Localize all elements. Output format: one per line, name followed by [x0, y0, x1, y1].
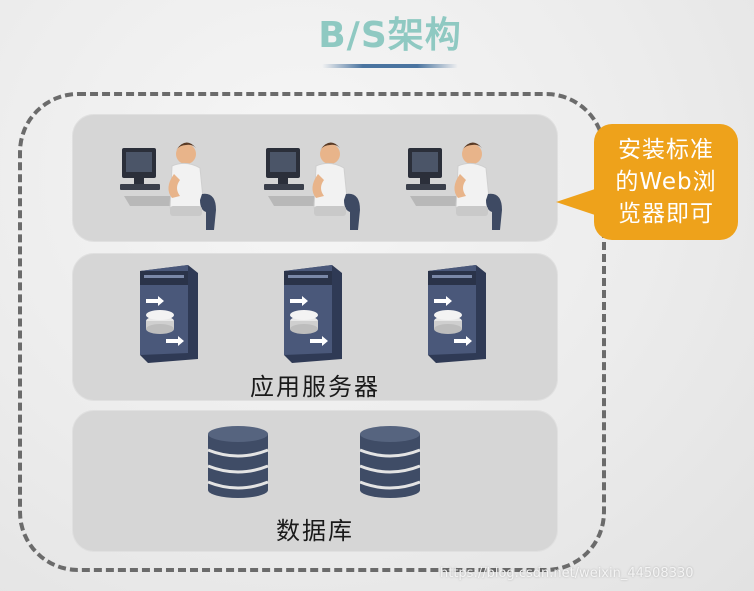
callout-line-2: 的Web浏 [615, 169, 717, 195]
database-layer: 数据库 [72, 410, 558, 552]
database-layer-label: 数据库 [276, 517, 354, 545]
client-layer [72, 114, 558, 242]
server-layer-label: 应用服务器 [250, 373, 380, 401]
user-workstation-icon [402, 134, 514, 234]
database-cylinder-icon [354, 424, 426, 500]
user-workstation-icon [260, 134, 372, 234]
browser-callout: 安装标准 的Web浏 览器即可 [594, 124, 738, 240]
callout-line-1: 安装标准 [618, 137, 714, 163]
database-cylinder-icon [202, 424, 274, 500]
user-workstation-icon [116, 134, 228, 234]
system-boundary [18, 92, 606, 572]
title-underline [322, 64, 458, 68]
callout-line-3: 览器即可 [618, 201, 714, 227]
source-watermark: https://blog.csdn.net/weixin_44508330 [440, 566, 694, 581]
application-server-icon [134, 263, 204, 363]
diagram-title: B/S架构 [318, 15, 462, 56]
application-server-icon [422, 263, 492, 363]
callout-pointer [556, 188, 598, 216]
application-server-icon [278, 263, 348, 363]
server-layer: 应用服务器 [72, 253, 558, 401]
